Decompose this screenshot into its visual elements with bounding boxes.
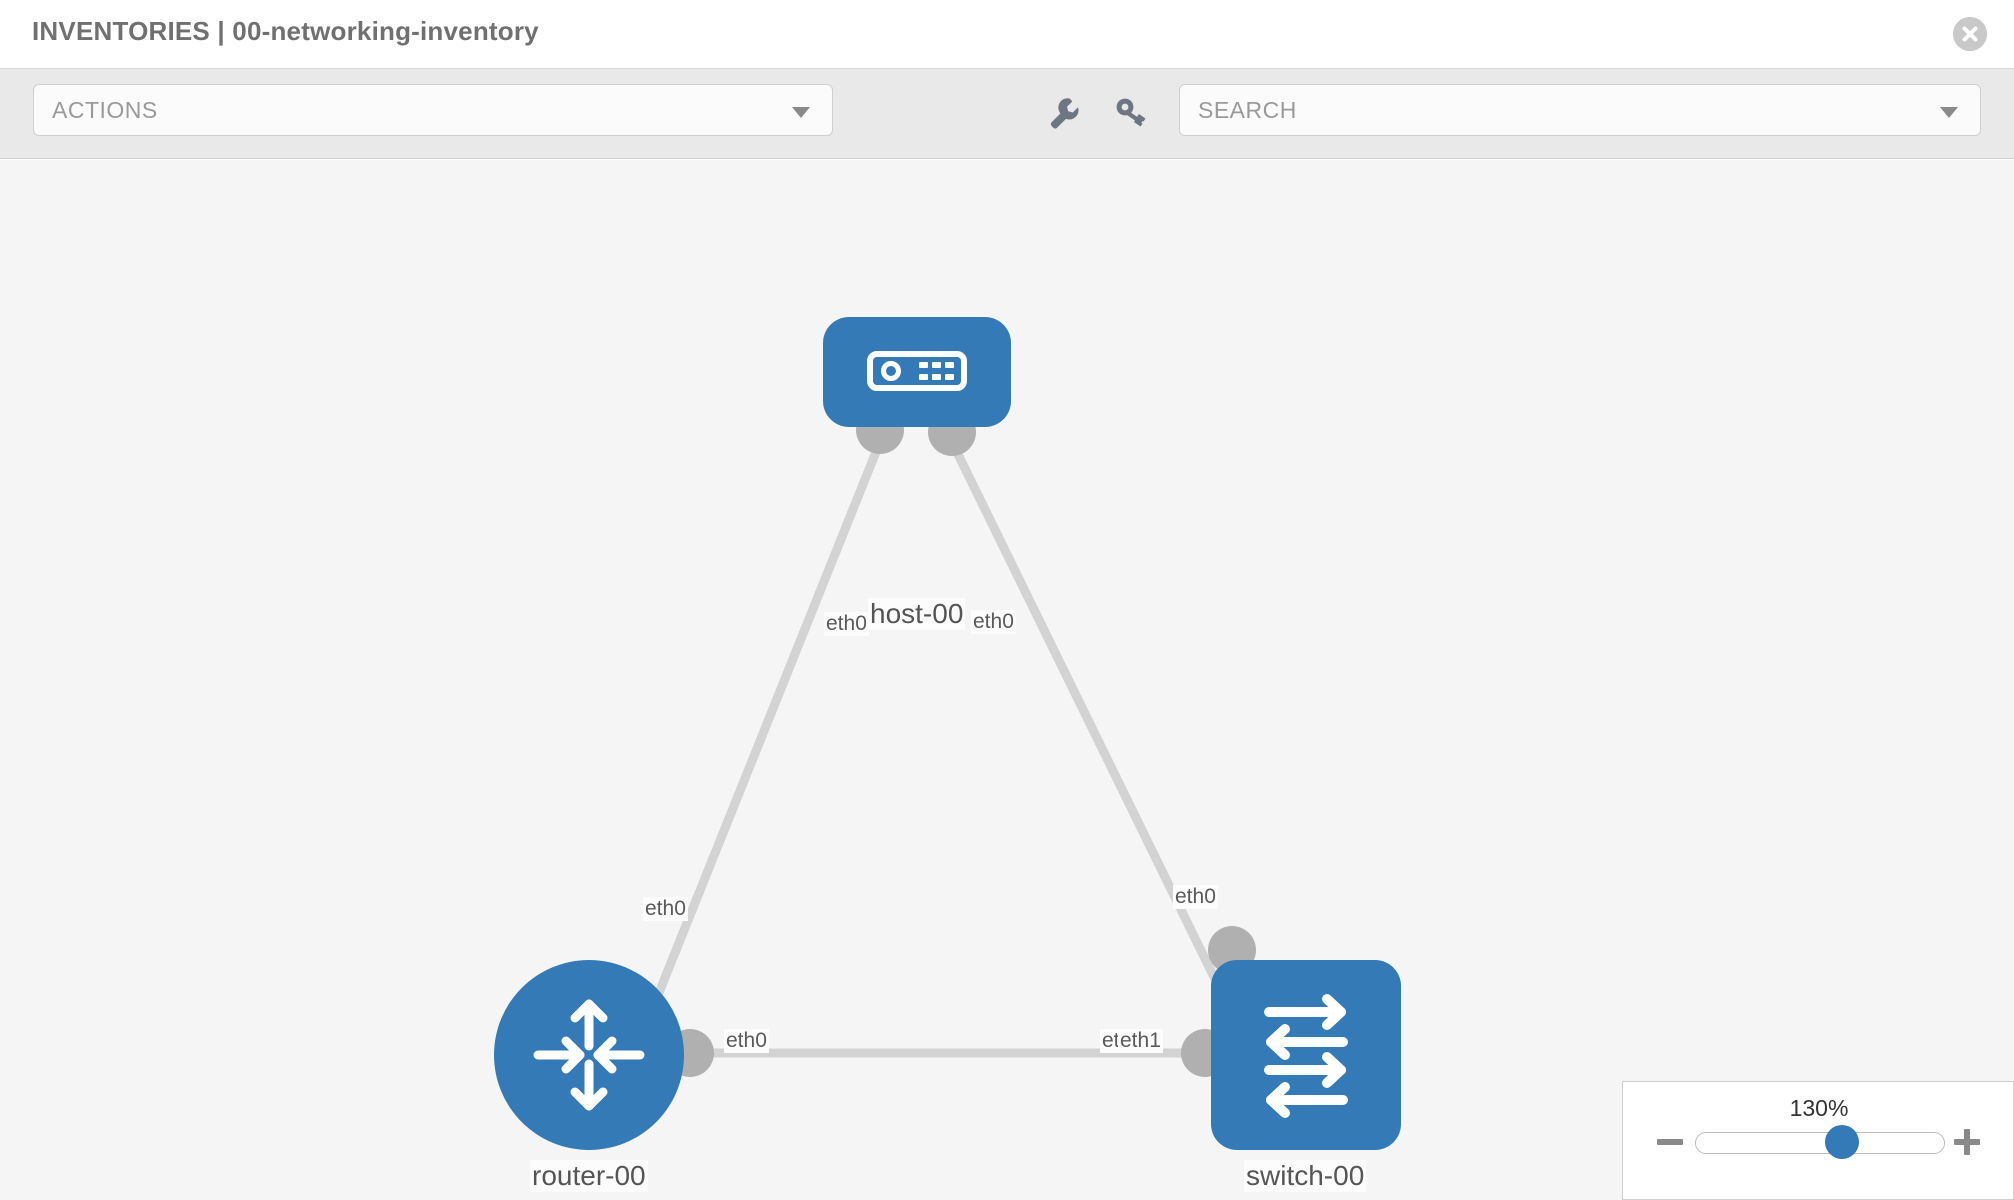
topology-canvas[interactable]: host-00 router-00 switch-00 eth0 eth0 et… (0, 160, 2014, 1200)
node-router-00[interactable] (494, 960, 684, 1150)
actions-dropdown-label: ACTIONS (52, 97, 158, 123)
port-label-switch-up: eth0 (1173, 885, 1218, 909)
server-icon (867, 351, 967, 391)
node-switch-00[interactable] (1211, 960, 1401, 1150)
port-label-router-right: eth0 (724, 1029, 769, 1053)
plus-icon (1954, 1129, 1980, 1155)
page-header: INVENTORIES | 00-networking-inventory (0, 0, 2014, 69)
actions-dropdown[interactable]: ACTIONS (33, 84, 833, 136)
link-host-switch[interactable] (947, 440, 1240, 1022)
node-host-00[interactable] (823, 317, 1011, 427)
close-icon[interactable] (1953, 17, 1987, 51)
topology-edges (635, 406, 1256, 1077)
port-label-switch-left-eth1: eth1 (1118, 1029, 1163, 1053)
router-arrows-icon (533, 999, 645, 1111)
wrench-icon[interactable] (1045, 93, 1083, 131)
chevron-down-icon[interactable] (1940, 107, 1958, 118)
zoom-control-panel: 130% (1622, 1081, 2014, 1200)
search-input[interactable]: SEARCH (1179, 84, 1981, 136)
port-label-router-up: eth0 (643, 897, 688, 921)
switch-arrows-icon (1264, 994, 1348, 1118)
zoom-level-value: 130% (1789, 1095, 1849, 1121)
node-label-switch-00: switch-00 (1244, 1160, 1367, 1192)
key-icon[interactable] (1112, 93, 1150, 131)
zoom-slider-track[interactable] (1695, 1132, 1945, 1154)
zoom-out-button[interactable] (1653, 1125, 1687, 1159)
minus-icon (1657, 1139, 1683, 1145)
page-title: INVENTORIES | 00-networking-inventory (32, 16, 539, 46)
search-placeholder: SEARCH (1198, 97, 1297, 123)
node-label-router-00: router-00 (530, 1160, 648, 1192)
port-label-host-right: eth0 (971, 610, 1016, 634)
link-host-router[interactable] (635, 440, 885, 1042)
chevron-down-icon (792, 107, 810, 118)
port-label-host-left: eth0 (824, 612, 869, 636)
zoom-in-button[interactable] (1950, 1125, 1984, 1159)
zoom-slider-thumb[interactable] (1824, 1125, 1859, 1159)
node-label-host-00: host-00 (868, 598, 966, 630)
